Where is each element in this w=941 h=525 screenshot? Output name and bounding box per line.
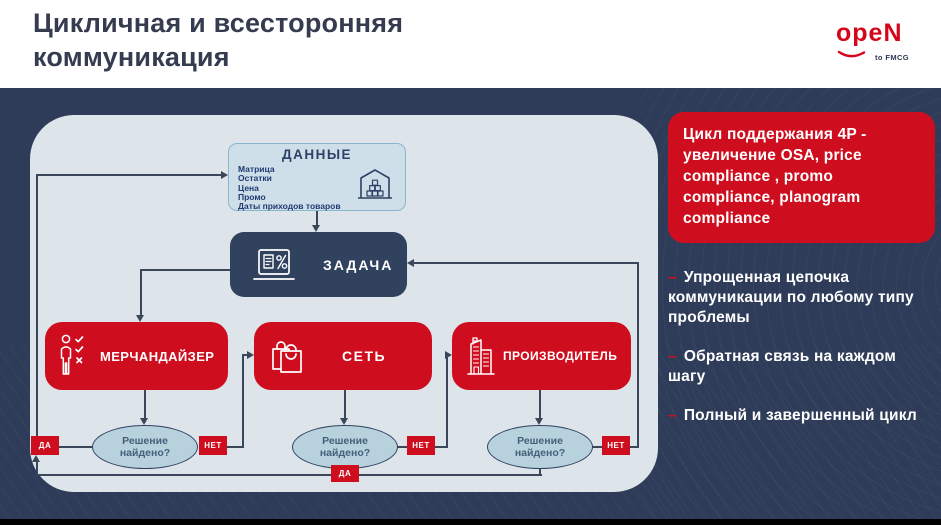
arrowhead-into-task-box	[312, 225, 320, 232]
connector-no-right-to-task	[414, 262, 639, 264]
sidebar-highlight-box: Цикл поддержания 4P - увеличение OSA, pr…	[668, 112, 935, 243]
connector-no-right-stub	[630, 446, 639, 448]
tag-yes-bottom: ДА	[331, 465, 359, 482]
connector-task-exit-horizontal	[140, 269, 230, 271]
connector-feedback-left-vertical	[36, 174, 38, 436]
connector-yes-left-stub	[36, 461, 38, 476]
connector-no-left-to-set	[242, 354, 249, 356]
actor-label: СЕТЬ	[342, 348, 387, 364]
tag-no-right: НЕТ	[602, 436, 630, 455]
tag-no-mid: НЕТ	[407, 436, 435, 455]
connector-no-right-vertical	[637, 262, 639, 448]
data-list-item: Промо	[238, 191, 266, 202]
decision-ellipse-right: Решение найдено?	[487, 425, 593, 469]
arrowhead-into-data-box	[221, 170, 228, 179]
brand-logo: opeN to FMCG	[836, 20, 936, 72]
connector-decision-left-to-yes	[59, 446, 93, 448]
sidebar-bullet-list: –Упрощенная цепочка коммуникации по любо…	[668, 268, 934, 445]
bullet-dash-icon: –	[668, 407, 677, 424]
actor-merchandiser: МЕРЧАНДАЙЗЕР	[45, 322, 228, 390]
decision-label: Решение найдено?	[514, 435, 566, 459]
connector-merch-to-decision	[144, 390, 146, 420]
connector-set-to-decision	[344, 390, 346, 420]
connector-data-to-task	[316, 211, 318, 227]
tag-no-left: НЕТ	[199, 436, 227, 455]
connector-decision-right-down	[539, 466, 541, 475]
connector-no-left-vertical	[242, 354, 244, 448]
task-label: ЗАДАЧА	[323, 256, 394, 273]
decision-ellipse-left: Решение найдено?	[92, 425, 198, 469]
actor-label: МЕРЧАНДАЙЗЕР	[100, 348, 215, 364]
logo-brand-text: opeN	[836, 19, 903, 47]
connector-no-left-stub	[227, 446, 244, 448]
decision-label: Решение найдено?	[319, 435, 371, 459]
bullet-text: Обратная связь на каждом шагу	[668, 348, 897, 385]
arrowhead-into-task-right	[407, 258, 414, 267]
bottom-black-bar	[0, 519, 941, 525]
bullet-item: –Полный и завершенный цикл	[668, 406, 934, 426]
bullet-text: Упрощенная цепочка коммуникации по любом…	[668, 269, 914, 326]
task-box: ЗАДАЧА	[230, 232, 407, 297]
actor-network: СЕТЬ	[254, 322, 432, 390]
data-list-item: Матрица	[238, 164, 275, 174]
data-list-item: Цена	[238, 182, 259, 193]
logo-smile-icon	[837, 50, 867, 60]
bullet-text: Полный и завершенный цикл	[683, 407, 917, 424]
logo-tagline: to FMCG	[875, 53, 910, 62]
sidebar-highlight-text: Цикл поддержания 4P - увеличение OSA, pr…	[683, 126, 867, 227]
arrowhead-into-decision-mid	[340, 418, 348, 425]
decision-label: Решение найдено?	[119, 435, 171, 459]
data-box-title: ДАННЫЕ	[281, 147, 353, 162]
arrowhead-into-merchandiser	[136, 315, 144, 322]
tag-yes-left: ДА	[31, 436, 59, 455]
bullet-dash-icon: –	[668, 348, 677, 365]
connector-no-mid-vertical	[446, 354, 448, 448]
arrowhead-into-yes-left	[32, 455, 40, 462]
factory-icon	[464, 334, 498, 378]
shopping-bags-icon	[266, 335, 308, 377]
laptop-percent-icon	[251, 246, 297, 284]
connector-decision-right-to-no	[592, 446, 603, 448]
bullet-item: –Обратная связь на каждом шагу	[668, 347, 934, 387]
bullet-item: –Упрощенная цепочка коммуникации по любо…	[668, 268, 934, 328]
connector-feedback-to-data	[36, 174, 222, 176]
arrowhead-into-producer	[445, 350, 452, 359]
data-list-item: Даты приходов товаров	[238, 201, 341, 212]
decision-ellipse-mid: Решение найдено?	[292, 425, 398, 469]
bullet-dash-icon: –	[668, 269, 677, 286]
connector-decision-mid-to-no	[397, 446, 408, 448]
data-box: ДАННЫЕ Матрица Остатки Цена Промо Даты п…	[228, 143, 406, 211]
arrowhead-into-decision-left	[140, 418, 148, 425]
page-title: Цикличная и всесторонняя коммуникация	[33, 8, 404, 72]
actor-producer: ПРОИЗВОДИТЕЛЬ	[452, 322, 631, 390]
actor-label: ПРОИЗВОДИТЕЛЬ	[503, 349, 618, 363]
connector-no-mid-stub	[435, 446, 448, 448]
person-checklist-icon	[57, 333, 91, 379]
data-list-item: Остатки	[238, 173, 272, 184]
arrowhead-into-set	[247, 350, 254, 359]
connector-task-to-merch-vertical	[140, 269, 142, 317]
arrowhead-into-decision-right	[535, 418, 543, 425]
warehouse-icon	[356, 166, 394, 200]
data-list: Матрица Остатки Цена Промо Даты приходов…	[238, 164, 341, 212]
connector-producer-to-decision	[539, 390, 541, 420]
connector-bottom-feedback	[36, 474, 542, 476]
